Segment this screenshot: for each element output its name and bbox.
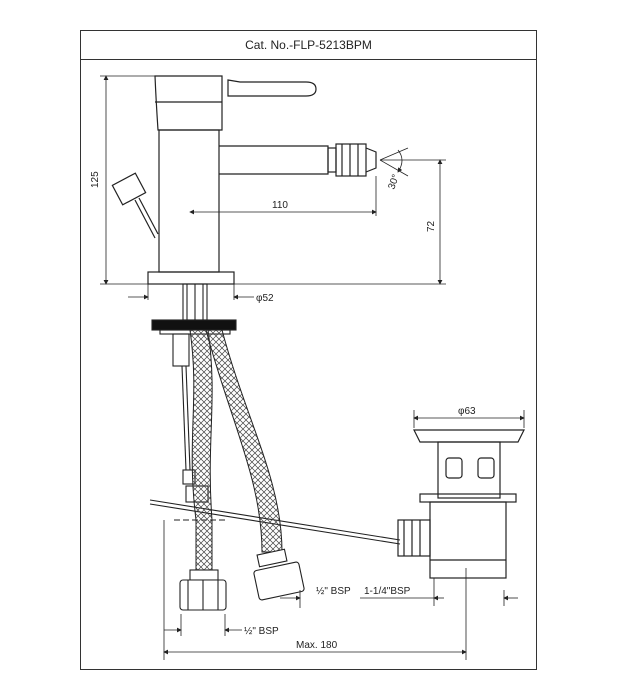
linkage-connector [397,519,431,557]
dim-diameter-52: φ52 [256,293,274,304]
mixer-base [147,271,235,285]
dim-height-72: 72 [426,220,437,232]
dim-bsp-waste: 1-1/4"BSP [364,586,411,597]
pop-up-knob [111,172,147,206]
dim-bsp-half-right: ½" BSP [316,586,351,597]
cartridge-cap [154,75,223,131]
jet-collar [327,147,337,173]
dim-max-180: Max. 180 [296,640,338,651]
hose-right-nut [253,561,305,601]
counter-washer [151,319,237,331]
mixer-column [158,129,220,273]
hose-left-ferrule [189,569,219,581]
jet-tip [365,147,377,173]
spout [219,145,329,175]
waste-flange [413,429,525,443]
dim-diameter-63: φ63 [458,406,476,417]
dimension-lines [100,75,525,660]
catalog-number-title: Cat. No.-FLP-5213BPM [81,31,536,60]
dim-spout-110: 110 [272,200,288,211]
flexible-hoses [189,329,283,571]
jet-nozzle [335,143,367,177]
waste-body-upper [437,441,501,499]
waste-body-lower [429,501,507,579]
drawing-sheet: Cat. No.-FLP-5213BPM [80,30,537,670]
under-counter-assembly [149,283,401,545]
hose-right-ferrule [256,548,288,568]
hose-left [189,329,213,571]
lever-handle [227,79,317,97]
dim-bsp-half-left: ½" BSP [244,626,279,637]
stud-fitting [172,333,190,367]
pop-up-waste [397,429,525,579]
dim-angle-30: 30° [386,173,402,191]
mixer-body [111,75,377,285]
dim-height-125: 125 [90,171,101,188]
